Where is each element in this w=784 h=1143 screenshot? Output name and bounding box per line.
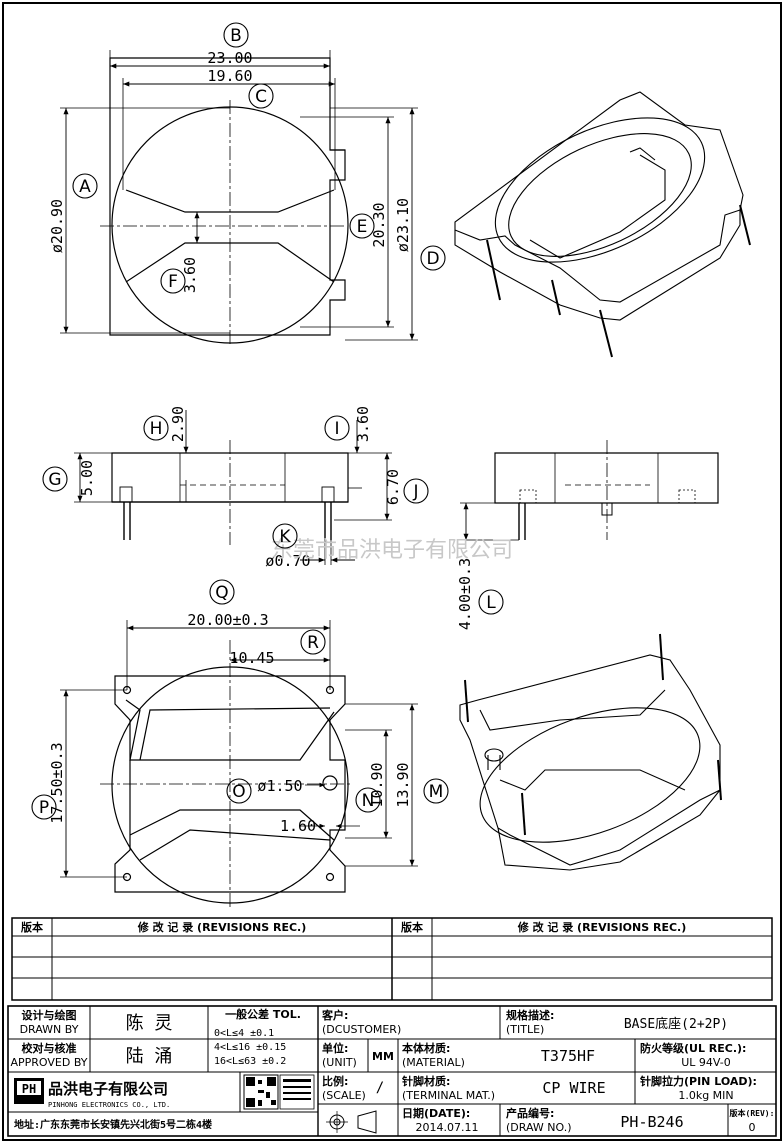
dim-c: 19.60: [207, 67, 252, 85]
company-logo-text: PH: [22, 1082, 36, 1096]
bubble-e: E: [357, 217, 368, 237]
bubble-n: N: [362, 791, 375, 811]
bubble-j: J: [412, 482, 418, 502]
rev-col-rec-left: 修 改 记 录 (REVISIONS REC.): [137, 920, 307, 934]
dim-d: ø23.10: [394, 198, 412, 252]
title-block-grid: [7, 1005, 777, 1137]
bubble-a: A: [79, 177, 91, 197]
bubble-r: R: [307, 633, 319, 653]
draw-no-en: (DRAW NO.): [506, 1121, 571, 1134]
tolerance-row-1: 0<L≤4 ±0.1: [214, 1028, 274, 1039]
bubble-c: C: [255, 87, 267, 107]
dim-l: 4.00±0.3: [456, 558, 474, 630]
drawn-by-cn: 设计与绘图: [22, 1008, 77, 1022]
scale-en: (SCALE): [322, 1089, 366, 1102]
approved-by-cn: 校对与核准: [22, 1041, 77, 1055]
dim-n: 10.90: [368, 762, 386, 807]
dim-j: 6.70: [384, 469, 402, 505]
bubble-p: P: [39, 798, 49, 818]
company-logo-icon: [14, 1078, 44, 1104]
bubble-g: G: [48, 470, 61, 490]
iso-view-top: [454, 91, 751, 358]
company-name-en: PINHONG ELECTRONICS CO., LTD.: [48, 1101, 170, 1109]
dim-b: 23.00: [207, 49, 252, 67]
unit-en: (UNIT): [322, 1056, 357, 1069]
approved-by-en: APPROVED BY: [10, 1056, 87, 1069]
revision-value: 0: [749, 1121, 756, 1134]
bubble-l: L: [486, 593, 496, 613]
dim-i: 3.60: [354, 406, 372, 442]
company-address: 地址:广东东莞市长安镇先兴北街5号二栋4楼: [14, 1118, 212, 1131]
title-cn: 规格描述:: [506, 1008, 554, 1022]
date-cn: 日期(DATE):: [402, 1106, 470, 1120]
dim-f: 3.60: [181, 257, 199, 293]
tolerance-row-2: 4<L≤16 ±0.15: [214, 1042, 286, 1053]
tolerance-row-3: 16<L≤63 ±0.2: [214, 1056, 286, 1067]
front-view: [74, 410, 392, 565]
side-view: [460, 440, 719, 541]
dim-m: 13.90: [394, 762, 412, 807]
dim-g: 5.00: [78, 460, 96, 496]
top-view: [60, 50, 418, 345]
projection-symbol-icon: [326, 1110, 377, 1134]
dim-k: ø0.70: [265, 552, 310, 570]
customer-en: (DCUSTOMER): [322, 1023, 401, 1036]
tolerance-title: 一般公差 TOL.: [225, 1007, 301, 1021]
bubble-d: D: [426, 249, 439, 269]
bubble-m: M: [429, 782, 444, 802]
rev-col-ver-left: 版本: [21, 920, 43, 934]
dim-p: 17.50±0.3: [48, 742, 66, 823]
material-en: (MATERIAL): [402, 1056, 465, 1069]
bubble-q: Q: [215, 583, 228, 603]
unit-value: MM: [372, 1050, 394, 1063]
dim-h: 2.90: [169, 406, 187, 442]
company-name-cn: 品洪电子有限公司: [48, 1080, 168, 1098]
rev-col-rec-right: 修 改 记 录 (REVISIONS REC.): [517, 920, 687, 934]
dim-o2: 1.60: [280, 817, 316, 835]
customer-cn: 客户:: [321, 1008, 348, 1022]
unit-cn: 单位:: [322, 1041, 348, 1055]
fire-rating-cn: 防火等级(UL REC.):: [640, 1041, 746, 1055]
title-en: (TITLE): [506, 1023, 544, 1036]
revisions-table: [11, 917, 773, 1001]
dim-e: 20.30: [370, 202, 388, 247]
drawn-by-en: DRAWN BY: [20, 1023, 79, 1036]
bubble-h: H: [150, 419, 163, 439]
material-value: T375HF: [541, 1047, 595, 1065]
bubble-b: B: [230, 26, 242, 46]
bubble-group: [31, 22, 504, 820]
bottom-view: [60, 620, 418, 910]
terminal-cn: 针脚材质:: [402, 1074, 450, 1088]
revision-cn: 版本(REV):: [729, 1108, 775, 1118]
drawn-by-name: 陈 灵: [126, 1013, 173, 1034]
bubble-o: O: [232, 782, 245, 802]
approved-by-name: 陆 涌: [126, 1046, 173, 1067]
pin-load-value: 1.0kg MIN: [678, 1089, 733, 1102]
dim-r: 10.45: [229, 649, 274, 667]
bubble-k: K: [279, 527, 291, 547]
rev-col-ver-right: 版本: [401, 920, 423, 934]
watermark: 东莞市品洪电子有限公司: [271, 538, 513, 563]
qr-code-icon: [243, 1074, 315, 1110]
scale-cn: 比例:: [322, 1074, 348, 1088]
material-cn: 本体材质:: [402, 1041, 450, 1055]
dim-o: ø1.50: [257, 777, 302, 795]
dim-a: ø20.90: [48, 199, 66, 253]
date-value: 2014.07.11: [416, 1121, 479, 1134]
pin-load-cn: 针脚拉力(PIN LOAD):: [640, 1074, 757, 1088]
dim-q: 20.00±0.3: [187, 611, 268, 629]
draw-no-value: PH-B246: [620, 1113, 683, 1131]
fire-rating-value: UL 94V-0: [681, 1056, 731, 1069]
bubble-i: I: [334, 419, 339, 439]
title-value: BASE底座(2+2P): [624, 1016, 728, 1032]
bubble-f: F: [168, 272, 178, 292]
terminal-en: (TERMINAL MAT.): [402, 1089, 495, 1102]
terminal-value: CP WIRE: [542, 1079, 605, 1097]
scale-value: /: [376, 1080, 384, 1096]
iso-view-bottom: [459, 633, 722, 871]
draw-no-cn: 产品编号:: [506, 1106, 554, 1120]
